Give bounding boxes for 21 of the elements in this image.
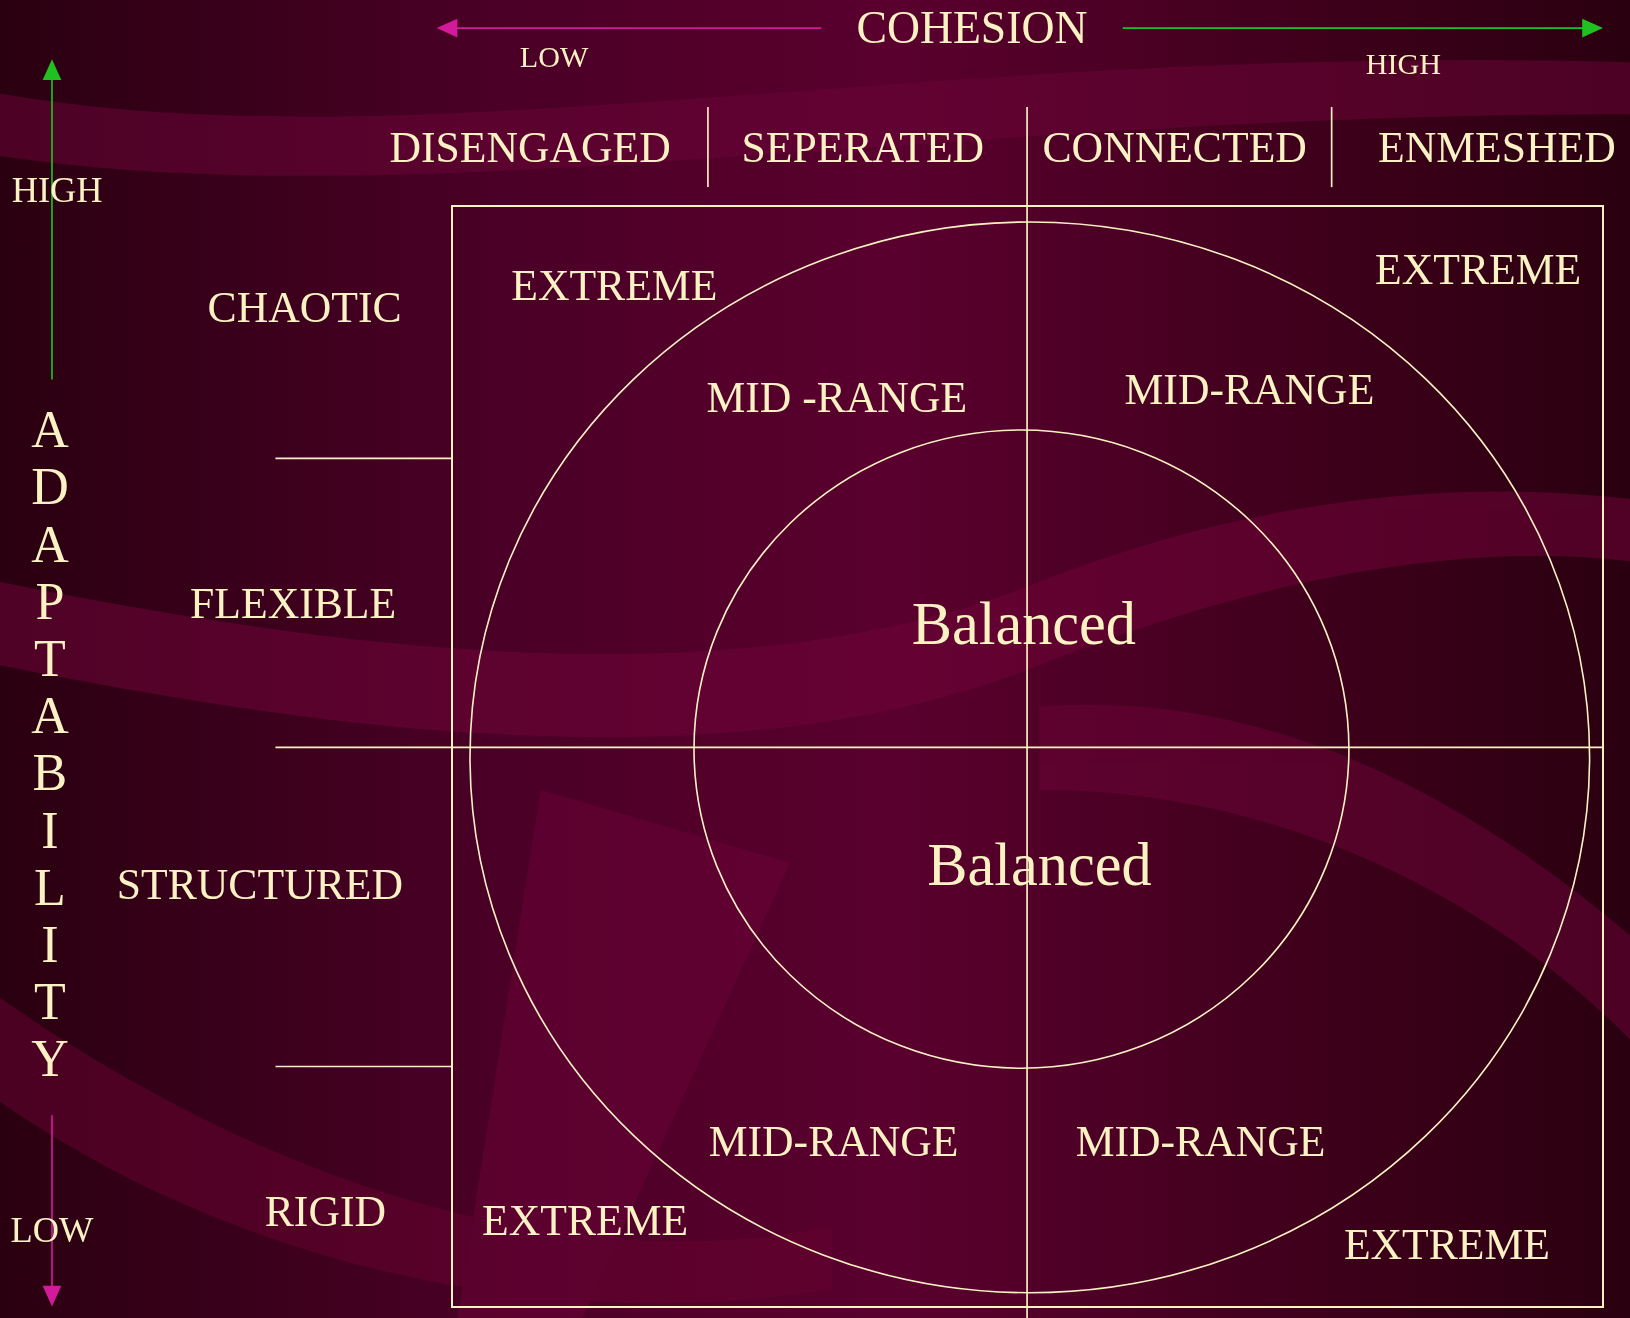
axis-title: COHESION xyxy=(856,5,1088,51)
zone-label: EXTREME xyxy=(511,263,718,308)
row-heading: FLEXIBLE xyxy=(190,582,397,626)
column-heading: SEPERATED xyxy=(741,125,985,170)
inner-circle xyxy=(694,430,1350,1069)
row-heading: CHAOTIC xyxy=(207,285,402,330)
row-heading: RIGID xyxy=(264,1190,386,1234)
zone-label: EXTREME xyxy=(1343,1223,1550,1268)
row-heading: STRUCTURED xyxy=(116,862,403,907)
zone-label: EXTREME xyxy=(1375,248,1582,292)
zone-label: MID-RANGE xyxy=(708,1120,959,1165)
column-heading: CONNECTED xyxy=(1042,125,1307,170)
axis-end-label: LOW xyxy=(519,42,589,73)
axis-end-label: HIGH xyxy=(1365,49,1442,80)
zone-label: MID-RANGE xyxy=(1124,367,1375,412)
zone-label: MID -RANGE xyxy=(706,376,968,420)
zone-label: EXTREME xyxy=(482,1199,689,1244)
zone-label: MID-RANGE xyxy=(1075,1120,1326,1165)
axis-title: ADAPTABILITY xyxy=(30,401,70,1088)
column-heading: DISENGAGED xyxy=(389,125,671,170)
column-heading: ENMESHED xyxy=(1378,125,1616,170)
